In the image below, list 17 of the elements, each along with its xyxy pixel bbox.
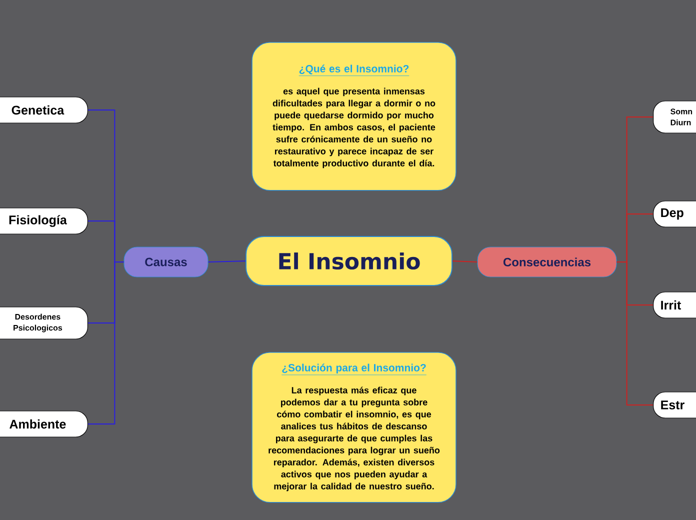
subtopic-box: Somn Diurn bbox=[653, 100, 696, 134]
subtopic-box: Genetica bbox=[0, 96, 88, 124]
info-card: ¿Solución para el Insomnio? La respuesta más eficaz que podemos dar a tu pregunta sobre cómo combatir el insomnio, es que analices tus hábitos de descanso para asegurarte de que cumples las recomendaciones para lograr un sueño reparador. Además, existen diversos activos que nos pueden ayudar a mejorar la calidad de nuestro sueño. bbox=[252, 352, 456, 503]
branch-box: Causas bbox=[124, 246, 208, 278]
subtopic-box: Dep bbox=[653, 200, 696, 228]
central-topic-box: El Insomnio bbox=[246, 236, 452, 286]
subtopic-box: Fisiología bbox=[0, 208, 88, 234]
connector-line bbox=[88, 262, 124, 424]
branch-box: Consecuencias bbox=[477, 246, 617, 278]
connector-line bbox=[616, 262, 654, 406]
info-card: ¿Qué es el Insomnio? es aquel que presenta inmensas dificultades para llegar a dormir o no puede quedarse dormido por mucho tiempo. En ambos casos, el paciente sufre crónicamente de un sueño no restaurativo y parece incapaz de ser totalmente productivo durante el día. bbox=[252, 42, 456, 191]
subtopic-box: Ambiente bbox=[0, 410, 88, 438]
subtopic-box: Desordenes Psicologicos bbox=[0, 306, 88, 340]
connector-line bbox=[208, 260, 246, 262]
connector-line bbox=[452, 260, 478, 262]
subtopic-box: Estr bbox=[653, 392, 696, 418]
subtopic-box: Irrit bbox=[653, 292, 696, 318]
